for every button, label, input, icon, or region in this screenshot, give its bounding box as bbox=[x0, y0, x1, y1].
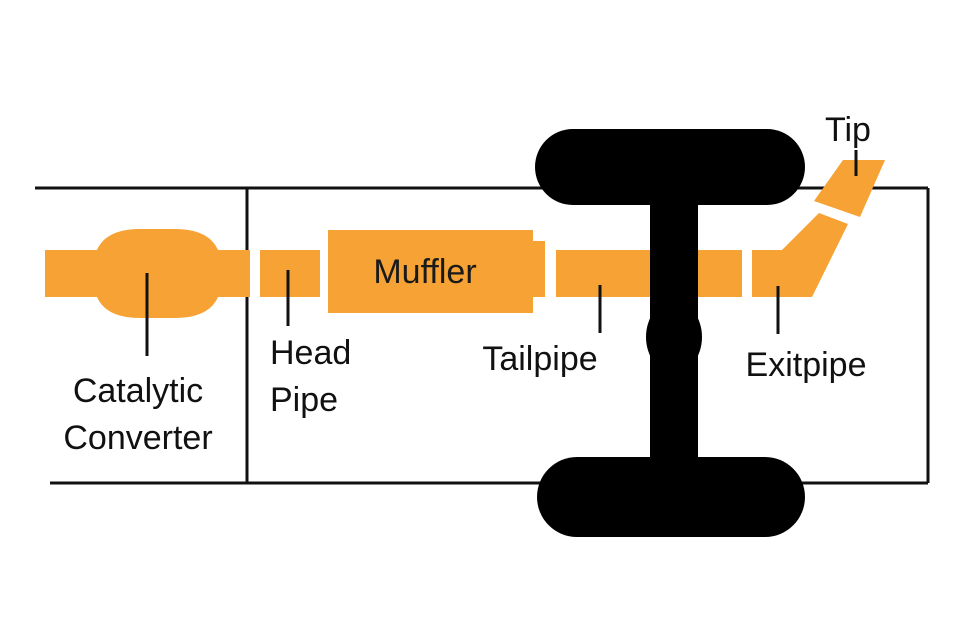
muffler-shape bbox=[328, 230, 545, 313]
differential bbox=[646, 301, 702, 373]
bottom-wheel bbox=[537, 457, 805, 537]
head-pipe-label-line1: Head bbox=[270, 334, 351, 372]
head-pipe-shape bbox=[260, 250, 320, 297]
leader-lines bbox=[145, 150, 858, 356]
muffler-label: Muffler bbox=[373, 253, 476, 291]
tip-shape bbox=[814, 160, 885, 217]
exitpipe-shape bbox=[752, 213, 848, 297]
tip-label: Tip bbox=[825, 111, 871, 149]
catalytic-converter-label-line2: Converter bbox=[63, 419, 212, 457]
catalytic-converter-label-line1: Catalytic bbox=[73, 372, 203, 410]
tailpipe-label: Tailpipe bbox=[482, 340, 597, 378]
head-pipe-label-line2: Pipe bbox=[270, 381, 338, 419]
top-wheel bbox=[535, 129, 805, 205]
rear-axle-assembly bbox=[535, 129, 805, 537]
exhaust-pipe-system bbox=[45, 160, 885, 318]
tailpipe-shape bbox=[556, 250, 742, 297]
exitpipe-label: Exitpipe bbox=[746, 346, 867, 384]
